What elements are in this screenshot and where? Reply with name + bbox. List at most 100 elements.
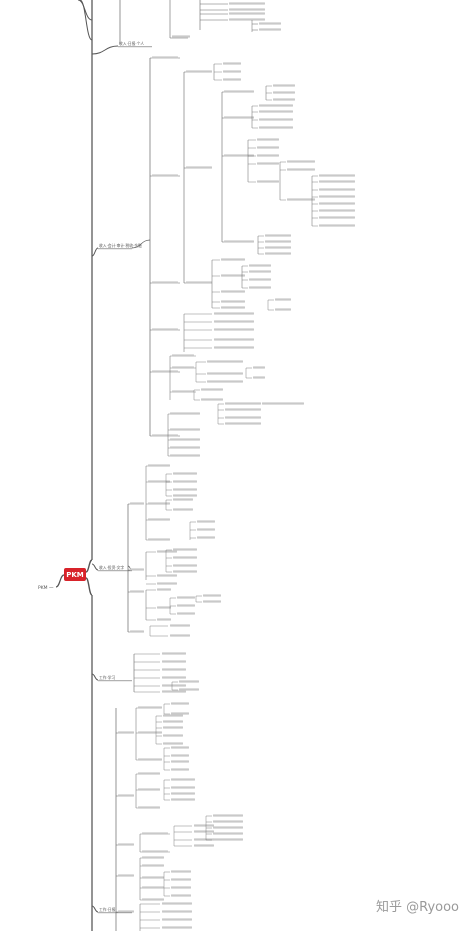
top-leaf-2 xyxy=(229,12,265,15)
b2-low-2 xyxy=(157,618,171,621)
b4-l708-0 xyxy=(171,702,189,705)
b1-l283-4 xyxy=(221,306,245,309)
b1-l372c-0 xyxy=(253,366,265,369)
b3-kid-1 xyxy=(162,660,186,663)
b1-l436-4 xyxy=(170,454,200,457)
branch-connector-3 xyxy=(91,673,99,681)
b4-l876-0 xyxy=(171,870,191,873)
b2-l608b-1 xyxy=(203,600,221,603)
b4-l733-4 xyxy=(163,742,183,745)
b1-d118-1 xyxy=(259,110,293,113)
b4-l845b-4 xyxy=(213,838,243,841)
left-label: PKM 一 xyxy=(38,585,54,591)
b1-d156-3 xyxy=(257,162,279,165)
b1-d182-0 xyxy=(287,160,315,163)
top-leaf2-0 xyxy=(259,22,281,25)
b4-s876-1 xyxy=(142,864,164,867)
b1-d242-0 xyxy=(265,234,291,237)
top-leaf-1 xyxy=(229,8,265,11)
b1-l283-0 xyxy=(221,258,245,261)
trunk-down xyxy=(85,577,93,596)
b4-s876-3 xyxy=(142,886,164,889)
spine-b xyxy=(79,0,93,41)
b1-d200-3 xyxy=(319,195,355,198)
branch-connector-0 xyxy=(91,45,119,55)
b2-m552-3 xyxy=(173,570,197,573)
b1-l72-2 xyxy=(223,78,241,81)
b1-l283-1 xyxy=(221,274,245,277)
b2-kid-1 xyxy=(130,568,144,571)
b1-l283c-1 xyxy=(275,308,291,311)
b1-l372-2 xyxy=(172,390,194,393)
trunk-up xyxy=(85,559,93,573)
b1-d118-2 xyxy=(259,118,293,121)
b1-d156-0 xyxy=(257,138,279,141)
branch-label-4: 工作·日报 xyxy=(99,907,116,912)
b4-s912-3 xyxy=(162,926,192,929)
branch-label-3: 工作·学习 xyxy=(99,675,116,680)
b1-l436b-3 xyxy=(225,422,261,425)
b4-kid-0 xyxy=(118,731,134,734)
root-node[interactable]: PKM xyxy=(64,568,86,581)
b1-l372b-0 xyxy=(207,360,243,363)
b1-l436-0 xyxy=(170,412,200,415)
b2-sub-4 xyxy=(148,538,170,541)
b1-d200-6 xyxy=(319,216,355,219)
b4-l760-3 xyxy=(171,768,189,771)
b1-d118-3 xyxy=(259,126,293,129)
b4-l845b-0 xyxy=(213,814,243,817)
b1-sub-0 xyxy=(186,70,212,73)
b2-sub-3 xyxy=(148,518,170,521)
b2-m552-2 xyxy=(173,564,197,567)
b1-l372b-2 xyxy=(207,380,243,383)
b4-l760-1 xyxy=(171,754,189,757)
b4-l790-0 xyxy=(171,778,195,781)
b3-kid-2 xyxy=(162,668,186,671)
b1-deep-3 xyxy=(224,240,254,243)
b1-kid-1 xyxy=(152,174,178,177)
branch-label-2: 收入·投资·文字 xyxy=(99,565,124,570)
b1-sub-2 xyxy=(186,281,212,284)
b4-l760-0 xyxy=(171,746,189,749)
b4-l733-3 xyxy=(163,734,183,737)
b1-l436b-2 xyxy=(225,416,261,419)
b1-l283b-3 xyxy=(249,286,271,289)
b1-l372-0 xyxy=(172,354,194,357)
b2-m552-1 xyxy=(173,556,197,559)
b2-s504-1 xyxy=(173,508,193,511)
b1-l72-1 xyxy=(223,70,241,73)
b1-l372c-1 xyxy=(253,376,265,379)
b1-d92-0 xyxy=(273,84,295,87)
b4-s796-2 xyxy=(138,806,160,809)
b2-mid-2 xyxy=(157,582,177,585)
b4-kid-3 xyxy=(118,874,134,877)
b1-d200-5 xyxy=(319,209,355,212)
b1-l330-4 xyxy=(214,346,254,349)
b4-l876-2 xyxy=(171,886,191,889)
b1-l283-3 xyxy=(221,300,245,303)
b1-l392-0 xyxy=(201,388,223,391)
b1-l372-1 xyxy=(172,366,194,369)
b1-kid-0 xyxy=(152,56,178,59)
b2-s482-0 xyxy=(173,472,197,475)
b1-l436-2 xyxy=(170,438,200,441)
b4-l733-0 xyxy=(163,714,183,717)
b3-sub-1 xyxy=(179,688,199,691)
root-node-label: PKM xyxy=(66,570,84,579)
b4-l845b-3 xyxy=(213,832,243,835)
branch-connector-1 xyxy=(91,247,99,257)
b2-l608-0 xyxy=(177,596,195,599)
b2-mid-1 xyxy=(157,574,177,577)
b2-s482-3 xyxy=(173,494,197,497)
b4-l790-1 xyxy=(171,786,195,789)
top-leaf2-1 xyxy=(259,28,281,31)
b4-l760-2 xyxy=(171,760,189,763)
b4-l876-1 xyxy=(171,878,191,881)
b4-s796-0 xyxy=(138,772,160,775)
b2-kid-3 xyxy=(130,630,144,633)
b4-s845-0 xyxy=(142,832,168,835)
b2-l608-2 xyxy=(177,612,195,615)
b1-sub-1 xyxy=(186,166,212,169)
